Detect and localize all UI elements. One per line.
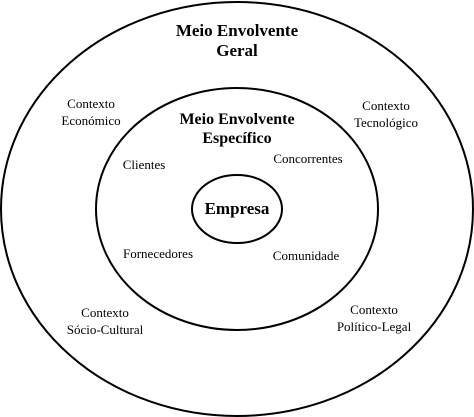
context-politico-legal-line2: Político-Legal — [336, 319, 412, 334]
middle-ring-title-line1: Meio Envolvente — [179, 111, 295, 128]
context-politico-legal-line1: Contexto — [350, 302, 398, 317]
context-economico-line1: Contexto — [67, 96, 115, 111]
context-socio-cultural-line1: Contexto — [81, 305, 129, 320]
context-economico-line2: Económico — [61, 113, 121, 128]
fornecedores-label: Fornecedores — [122, 246, 194, 261]
outer-ring-title: Meio Envolvente Geral — [157, 21, 317, 61]
context-politico-legal-label: Contexto Político-Legal — [324, 301, 424, 335]
comunidade-label: Comunidade — [272, 248, 340, 263]
context-economico-label: Contexto Económico — [50, 95, 132, 129]
outer-ring-title-line2: Geral — [216, 41, 258, 60]
middle-ring-title-line2: Específico — [202, 130, 272, 147]
middle-ring-title: Meio Envolvente Específico — [157, 110, 317, 148]
inner-ellipse-company — [191, 174, 283, 244]
concorrentes-label: Concorrentes — [273, 151, 343, 166]
empresa-label: Empresa — [204, 199, 270, 218]
context-tecnologico-line2: Tecnológico — [353, 115, 419, 130]
context-tecnologico-line1: Contexto — [362, 98, 410, 113]
context-socio-cultural-line2: Sócio-Cultural — [66, 322, 144, 337]
context-tecnologico-label: Contexto Tecnológico — [345, 97, 427, 131]
clientes-label: Clientes — [122, 157, 166, 172]
context-socio-cultural-label: Contexto Sócio-Cultural — [55, 304, 155, 338]
outer-ring-title-line1: Meio Envolvente — [175, 21, 299, 40]
middle-ellipse-specific-environment — [95, 87, 379, 331]
